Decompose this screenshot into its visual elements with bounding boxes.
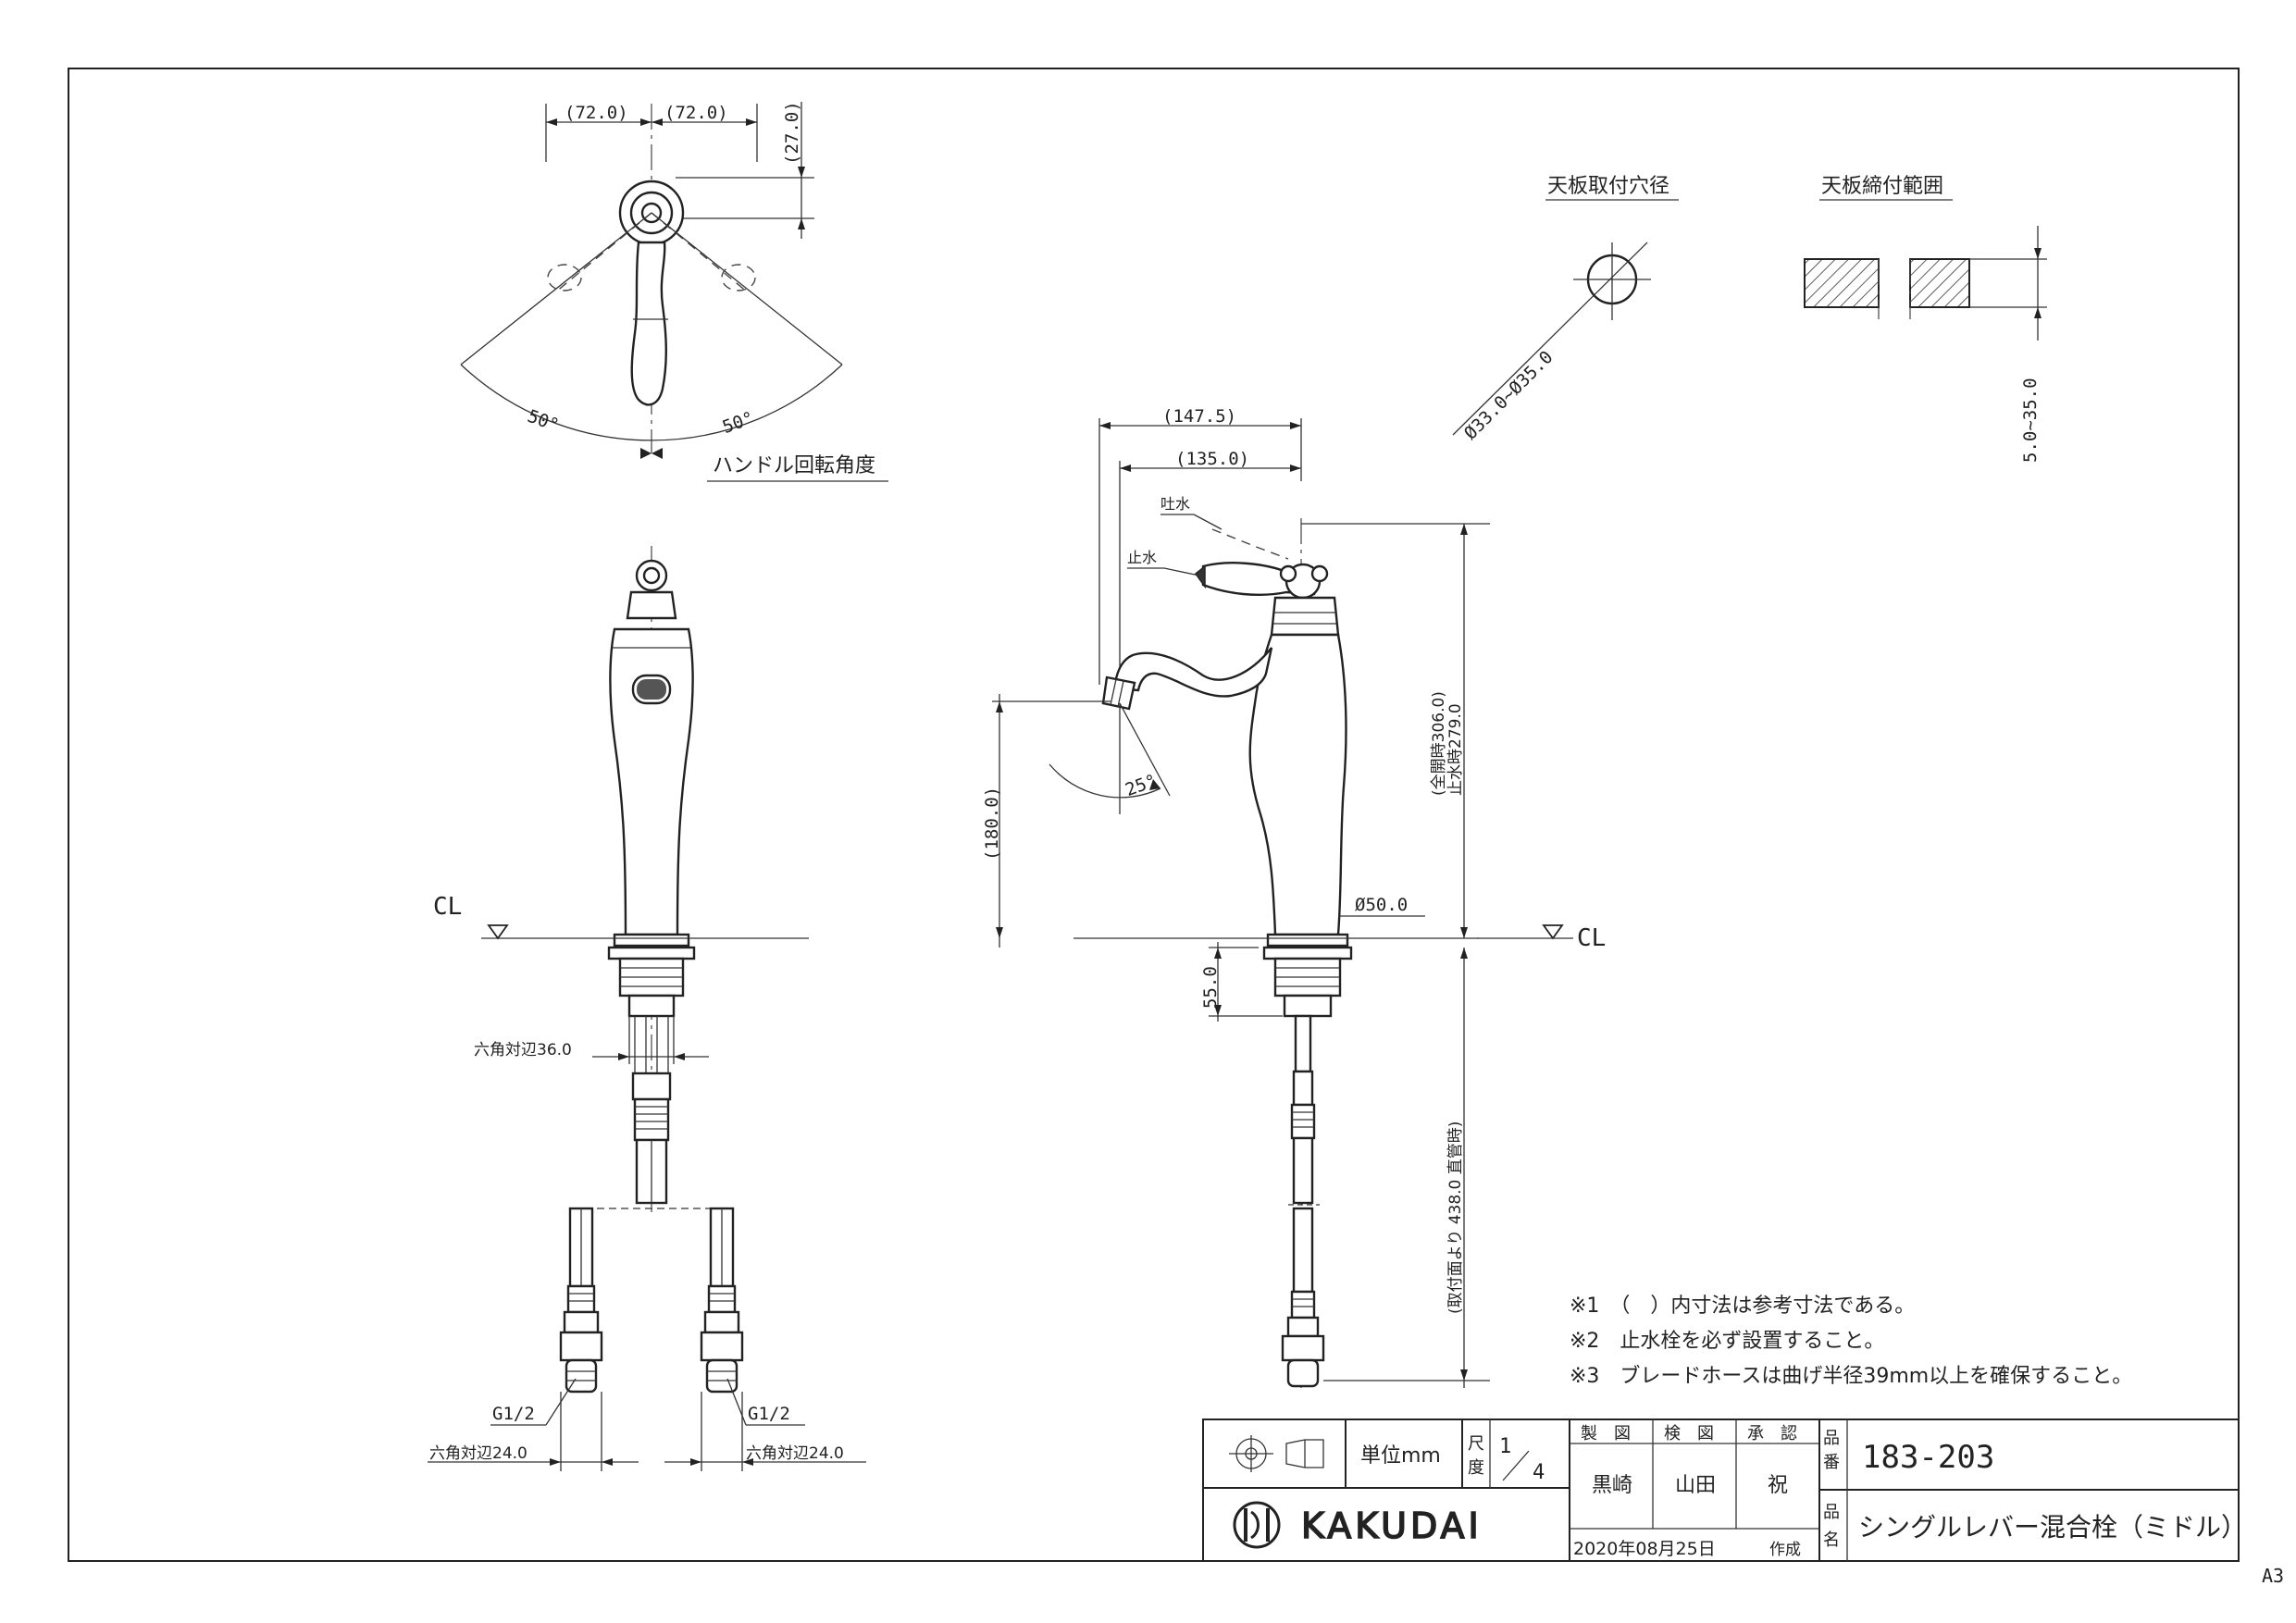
- dim-180: (180.0): [982, 787, 1002, 861]
- angle-25: 25°: [1123, 771, 1160, 800]
- approved-label: 承 認: [1747, 1424, 1797, 1443]
- part-no: 183-203: [1862, 1439, 1994, 1476]
- part-name-label-1: 品: [1823, 1503, 1840, 1522]
- angle-left: 50°: [525, 406, 562, 436]
- part-name: シングルレバー混合栓（ミドル）: [1858, 1512, 2247, 1542]
- notes: ※1 （ ）内寸法は参考寸法である。 ※2 止水栓を必ず設置すること。 ※3 ブ…: [1570, 1295, 2132, 1388]
- side-cl: CL: [1577, 924, 1606, 952]
- dim-top-right: (72.0): [664, 103, 728, 123]
- drawn-label: 製 図: [1581, 1424, 1631, 1443]
- scale-den: 4: [1533, 1461, 1545, 1484]
- third-angle-projection-icon: [1229, 1435, 1324, 1472]
- clamp-range-caption: 天板締付範囲: [1821, 175, 1943, 198]
- note-3: ※3 ブレードホースは曲げ半径39mm以上を確保すること。: [1570, 1365, 2132, 1388]
- mount-hole-caption: 天板取付穴径: [1547, 175, 1669, 198]
- height-open: (全開時306.0): [1430, 691, 1448, 796]
- approved-by: 祝: [1768, 1474, 1788, 1497]
- thread-left: G1/2: [492, 1404, 535, 1424]
- mount-hole-dim: Ø33.0~Ø35.0: [1460, 347, 1558, 444]
- thread-right: G1/2: [748, 1404, 790, 1424]
- title-block: 単位mm 尺 度 1 4 製 図 検 図 承 認 黒崎 山田 祝 品 番 183…: [1202, 1419, 2247, 1562]
- hex-left: 六角対辺24.0: [429, 1444, 527, 1463]
- top-view: (72.0) (72.0) (27.0) 50° 50° ハンドル回転角度: [460, 101, 888, 482]
- date: 2020年08月25日: [1573, 1539, 1716, 1559]
- front-hex-nut: 六角対辺36.0: [474, 1041, 572, 1059]
- kakudai-logo: KAKUDAI: [1233, 1501, 1483, 1549]
- clamp-range-dim: 5.0~35.0: [2020, 378, 2041, 463]
- side-view: (147.5) (135.0) 吐水 止水 25°: [982, 406, 1606, 1388]
- angle-right: 50°: [720, 408, 757, 438]
- dim-top-vertical: (27.0): [782, 101, 802, 165]
- dim-top-left: (72.0): [565, 103, 628, 123]
- checked-label: 検 図: [1664, 1424, 1714, 1443]
- close-label: 止水: [1127, 549, 1157, 566]
- scale-label-1: 尺: [1468, 1434, 1484, 1454]
- front-cl: CL: [433, 893, 462, 921]
- mount-hole-detail: 天板取付穴径 Ø33.0~Ø35.0: [1452, 175, 1679, 444]
- clamp-range-detail: 天板締付範囲 5.0~35.0: [1804, 175, 2047, 463]
- scale-num: 1: [1499, 1435, 1511, 1458]
- unit-label: 単位mm: [1360, 1444, 1441, 1468]
- height-close: 止水時279.0: [1446, 703, 1465, 796]
- dim-135: (135.0): [1175, 449, 1249, 469]
- part-name-label-2: 名: [1823, 1530, 1840, 1550]
- part-no-label-1: 品: [1823, 1429, 1840, 1448]
- note-1: ※1 （ ）内寸法は参考寸法である。: [1570, 1295, 1915, 1318]
- open-label: 吐水: [1160, 495, 1190, 513]
- note-2: ※2 止水栓を必ず設置すること。: [1570, 1330, 1884, 1353]
- checked-by: 山田: [1675, 1474, 1716, 1497]
- rotation-caption: ハンドル回転角度: [713, 454, 875, 477]
- scale-label-2: 度: [1468, 1458, 1484, 1478]
- brand-name: KAKUDAI: [1301, 1505, 1483, 1546]
- sheet-border: [68, 68, 2240, 1562]
- part-no-label-2: 番: [1823, 1453, 1840, 1472]
- dia-50: Ø50.0: [1355, 895, 1408, 915]
- sheet-size: A3: [2262, 1565, 2284, 1587]
- hex-right: 六角対辺24.0: [746, 1444, 844, 1463]
- dim-55: 55.0: [1200, 966, 1221, 1009]
- drawn-by: 黒崎: [1592, 1474, 1632, 1497]
- front-view: CL 六角対辺36.0: [428, 546, 866, 1471]
- hose-length: (取付面より 438.0 直管時): [1446, 1121, 1465, 1314]
- dim-147-5: (147.5): [1162, 406, 1236, 427]
- created-label: 作成: [1769, 1541, 1801, 1559]
